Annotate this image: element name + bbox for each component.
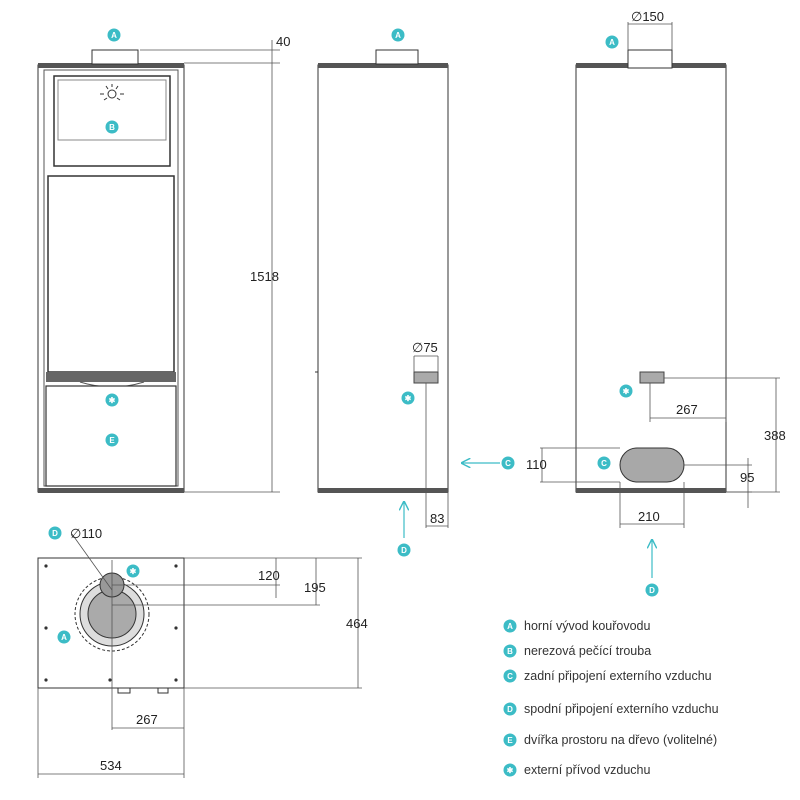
front-top-plate <box>38 63 184 68</box>
svg-text:✱: ✱ <box>109 396 116 405</box>
svg-text:B: B <box>507 647 513 656</box>
dim-rear-opening-height: 110 <box>526 457 547 472</box>
dim-rear-height: 388 <box>764 428 786 443</box>
legend-text-star: externí přívod vzduchu <box>524 763 651 777</box>
rear-air-pipe <box>639 371 665 384</box>
oven-window <box>57 79 167 141</box>
rear-body <box>575 64 727 493</box>
badge-d-side: D <box>397 543 411 557</box>
svg-text:✱: ✱ <box>507 766 514 775</box>
dim-rear-offset: 267 <box>676 402 698 417</box>
dim-top-gap: 40 <box>276 34 290 49</box>
front-dimensions: 40 1518 <box>140 34 290 493</box>
dim-rear-opening-bottom: 95 <box>740 470 754 485</box>
badge-star-plan: ✱ <box>126 564 140 578</box>
front-flue-collar <box>91 49 139 65</box>
side-body <box>317 64 449 493</box>
dim-plan-offset-b: 195 <box>304 580 326 595</box>
svg-text:C: C <box>507 672 513 681</box>
ash-grille <box>46 372 176 382</box>
legend-text-a: horní vývod kouřovodu <box>524 619 651 633</box>
badges: A B ✱ E A ✱ C D <box>48 28 659 644</box>
svg-text:D: D <box>52 529 58 538</box>
dim-flue-diameter: ∅150 <box>631 9 664 24</box>
dim-plan-offset-a: 120 <box>258 568 280 583</box>
dim-width: 534 <box>100 758 122 773</box>
legend-text-e: dvířka prostoru na dřevo (volitelné) <box>524 733 717 747</box>
dim-air-pipe-side: ∅75 <box>412 340 438 355</box>
rear-air-opening <box>619 447 685 483</box>
badge-d-rear: D <box>645 583 659 597</box>
legend: A horní vývod kouřovodu B nerezová pečíc… <box>503 619 719 777</box>
dim-depth: 464 <box>346 616 368 631</box>
badge-e-front: E <box>105 433 119 447</box>
svg-text:E: E <box>109 436 115 445</box>
badge-a-rear: A <box>605 35 619 49</box>
legend-text-c: zadní připojení externího vzduchu <box>524 669 712 683</box>
sun-logo-icon <box>100 84 124 101</box>
rear-view: ∅150 388 267 110 95 210 <box>526 9 786 528</box>
legend-text-b: nerezová pečící trouba <box>524 644 651 658</box>
badge-b-front: B <box>105 120 119 134</box>
svg-text:✱: ✱ <box>130 567 137 576</box>
plan-view: 120 195 464 267 534 ∅110 <box>37 526 368 778</box>
svg-text:A: A <box>609 38 615 47</box>
svg-text:D: D <box>401 546 407 555</box>
side-view: ∅75 83 <box>315 49 449 528</box>
svg-text:E: E <box>507 736 513 745</box>
svg-text:B: B <box>109 123 115 132</box>
svg-text:D: D <box>649 586 655 595</box>
side-air-pipe <box>413 371 439 384</box>
dim-rear-opening-width: 210 <box>638 509 660 524</box>
legend-item-a: A horní vývod kouřovodu <box>503 619 651 633</box>
legend-item-d: D spodní připojení externího vzduchu <box>503 702 719 716</box>
badge-a-front: A <box>107 28 121 42</box>
badge-star-rear: ✱ <box>619 384 633 398</box>
svg-text:A: A <box>507 622 513 631</box>
svg-text:D: D <box>507 705 513 714</box>
side-top-plate <box>318 63 448 68</box>
badge-a-plan: A <box>57 630 71 644</box>
svg-text:A: A <box>395 31 401 40</box>
fire-door <box>47 175 175 373</box>
airflow-arrows <box>404 463 652 578</box>
svg-text:✱: ✱ <box>405 394 412 403</box>
side-base <box>318 488 448 493</box>
badge-a-side: A <box>391 28 405 42</box>
badge-star-side: ✱ <box>401 391 415 405</box>
svg-text:✱: ✱ <box>623 387 630 396</box>
dim-bottom-diameter: ∅110 <box>70 526 102 541</box>
badge-d-plan: D <box>48 526 62 540</box>
front-view <box>37 49 185 493</box>
svg-text:A: A <box>61 633 67 642</box>
rear-flue-collar <box>627 49 673 69</box>
rear-base <box>576 488 726 493</box>
legend-item-star: ✱ externí přívod vzduchu <box>503 763 651 777</box>
svg-text:C: C <box>601 459 607 468</box>
dim-height: 1518 <box>250 269 279 284</box>
front-base <box>38 488 184 493</box>
legend-text-d: spodní připojení externího vzduchu <box>524 702 719 716</box>
side-flue-collar <box>375 49 419 65</box>
dim-side-offset: 83 <box>430 511 444 526</box>
svg-text:A: A <box>111 31 117 40</box>
badge-c-side: C <box>501 456 515 470</box>
legend-item-b: B nerezová pečící trouba <box>503 644 651 658</box>
legend-item-c: C zadní připojení externího vzduchu <box>503 669 712 683</box>
dim-plan-offset-x: 267 <box>136 712 158 727</box>
legend-item-e: E dvířka prostoru na dřevo (volitelné) <box>503 733 717 747</box>
badge-c-rear: C <box>597 456 611 470</box>
oven-door <box>53 75 171 167</box>
svg-text:C: C <box>505 459 511 468</box>
badge-star-front: ✱ <box>105 393 119 407</box>
